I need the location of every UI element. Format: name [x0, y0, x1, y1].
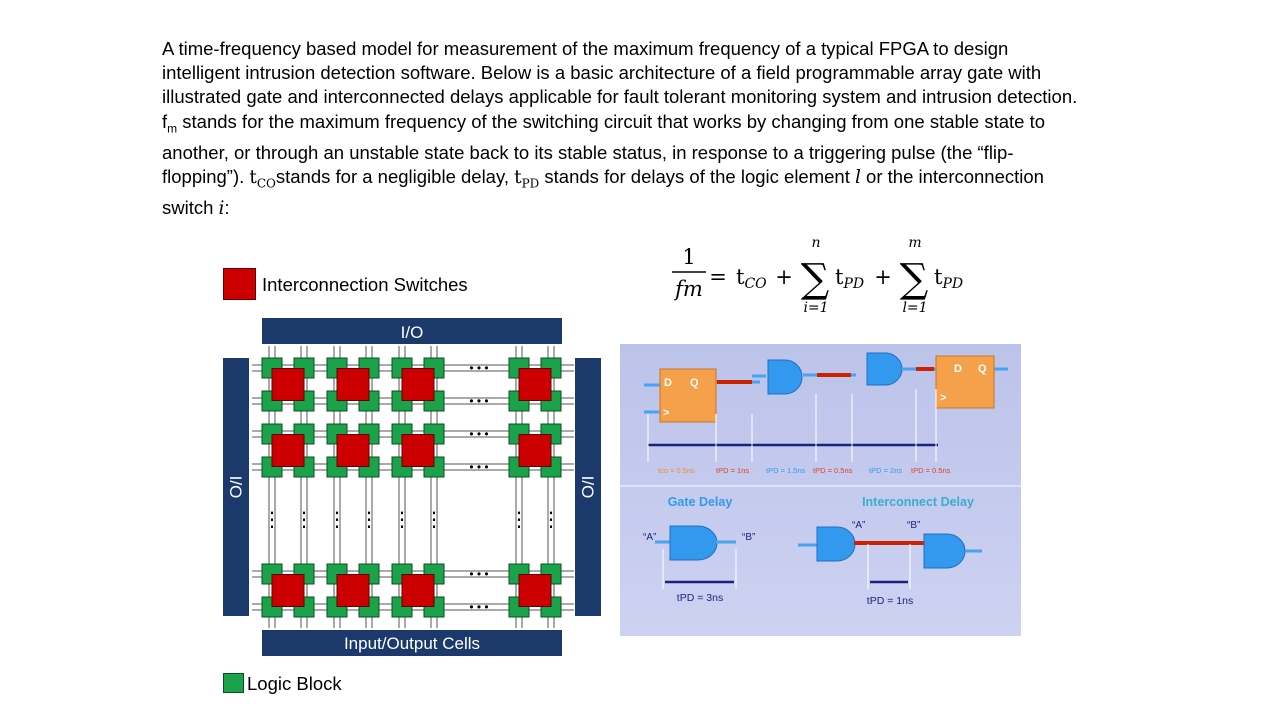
interconnect-gate-1: [816, 526, 856, 562]
formula-sum-2: ∑: [900, 256, 929, 302]
interconnect-delay-value: tPD = 1ns: [867, 595, 913, 607]
ellipsis-vertical: ⋮: [424, 507, 444, 531]
and-gate-2: [866, 352, 903, 386]
intro-text-4: stands for delays of the logic element: [539, 165, 855, 187]
intro-text-5: or the interconnection switch: [162, 165, 1044, 218]
formula-numerator: 1: [682, 245, 695, 269]
interconnection-switch: [518, 574, 552, 607]
interconnection-switch: [271, 368, 305, 401]
delay-illustration-panel: D Q > D Q > tco = 0.5ns tPD = 1ns tPD = …: [620, 344, 1021, 636]
formula-tpd-2: tPD: [934, 265, 963, 292]
interconnection-switch: [336, 574, 370, 607]
io-bar-bottom: [262, 630, 562, 656]
and-gate-1: [767, 359, 803, 395]
interconnect-delay-title: Interconnect Delay: [862, 495, 974, 509]
ff1-q: Q: [690, 377, 699, 389]
intro-paragraph: A time-frequency based model for measure…: [162, 37, 1082, 221]
timing-label-4: tPD = 2ns: [869, 466, 902, 475]
io-right-label: I/O: [578, 476, 597, 499]
io-top-label: I/O: [401, 323, 424, 342]
interconnection-switch: [271, 574, 305, 607]
formula-sum-1-upper: n: [811, 235, 820, 251]
interconnect-gate-2: [923, 533, 966, 569]
ellipsis-vertical: ⋮: [359, 507, 379, 531]
ellipsis-horizontal: • • •: [469, 361, 488, 375]
formula-sum-1: ∑: [801, 256, 830, 302]
formula-equals: =: [709, 265, 727, 289]
timing-label-2: tPD = 1.5ns: [766, 466, 806, 475]
ff1-clk: >: [663, 407, 669, 419]
legend-switch-swatch: [223, 268, 256, 300]
ellipsis-vertical: ⋮: [262, 507, 282, 531]
legend-switch-label: Interconnection Switches: [262, 274, 468, 295]
fm-symbol: fm: [162, 110, 178, 136]
ellipsis-vertical: ⋮: [541, 507, 561, 531]
ellipsis-horizontal: • • •: [469, 394, 488, 408]
flip-flop-2: [935, 355, 995, 409]
i-symbol: i: [218, 197, 225, 219]
interconnection-switch: [271, 434, 305, 467]
formula-sum-1-lower: i=1: [803, 300, 828, 316]
interconnection-switch: [401, 368, 435, 401]
formula-tco: tCO: [736, 265, 767, 292]
interconnection-switch: [401, 574, 435, 607]
gate-delay-gate: [669, 525, 718, 561]
flip-flop-1: [659, 368, 717, 423]
timing-label-tco: tco = 0.5ns: [658, 466, 695, 475]
ff2-d: D: [954, 363, 962, 375]
interconnection-switch: [336, 434, 370, 467]
io-bar-top: [262, 318, 562, 344]
legend-logic-swatch: [223, 673, 244, 693]
ellipsis-horizontal: • • •: [469, 567, 488, 581]
tco-symbol: tCO: [249, 166, 276, 191]
formula-plus-2: +: [874, 265, 892, 289]
interconnect-a: “A”: [852, 520, 865, 531]
io-bar-right: [575, 358, 601, 616]
ellipsis-vertical: ⋮: [392, 507, 412, 531]
gate-delay-title: Gate Delay: [668, 495, 733, 509]
ellipsis-vertical: ⋮: [509, 507, 529, 531]
ellipsis-horizontal: • • •: [469, 600, 488, 614]
ff1-d: D: [664, 377, 672, 389]
legend-logic-label: Logic Block: [247, 673, 342, 694]
intro-text-6: :: [224, 196, 230, 218]
gate-delay-a: “A”: [643, 532, 656, 543]
ellipsis-vertical: ⋮: [327, 507, 347, 531]
formula-sum-2-upper: m: [908, 235, 921, 251]
tpd-symbol: tPD: [514, 166, 540, 191]
formula-sum-2-lower: l=1: [902, 300, 927, 316]
ellipsis-vertical: ⋮: [294, 507, 314, 531]
intro-text-1: A time-frequency based model for measure…: [162, 38, 1078, 108]
interconnection-switch: [518, 434, 552, 467]
timing-label-5: tPD = 0.5ns: [911, 466, 951, 475]
fpga-architecture-diagram: • • • • • • • • • • • • • • • • • • ⋮ ⋮ ⋮ ⋮ ⋮ ⋮ ⋮ ⋮ I…: [223, 318, 601, 656]
gate-delay-value: tPD = 3ns: [677, 592, 723, 604]
max-frequency-formula: 1 fm = tCO + ∑ n i=1 tPD + ∑ m l=1 tPD: [672, 235, 963, 316]
io-bar-left: [223, 358, 249, 616]
io-bottom-label: Input/Output Cells: [344, 634, 480, 653]
timing-label-1: tPD = 1ns: [716, 466, 749, 475]
timing-ticks: [647, 389, 937, 462]
fpga-cells: • • • • • • • • • • • • • • • • • • ⋮ ⋮ ⋮ ⋮ ⋮ ⋮ ⋮ ⋮: [261, 357, 562, 618]
formula-denominator: fm: [673, 277, 703, 301]
intro-text-3: stands for a negligible delay,: [275, 165, 515, 187]
interconnection-switch: [401, 434, 435, 467]
formula-plus-1: +: [775, 265, 793, 289]
ellipsis-horizontal: • • •: [469, 427, 488, 441]
io-left-label: I/O: [226, 476, 245, 499]
ff2-clk: >: [940, 392, 946, 404]
interconnection-switch: [518, 368, 552, 401]
intro-text-2: stands for the maximum frequency of the …: [162, 110, 1045, 187]
l-symbol: l: [854, 166, 861, 188]
ff2-q: Q: [978, 363, 987, 375]
ellipsis-horizontal: • • •: [469, 460, 488, 474]
formula-tpd-1: tPD: [835, 265, 864, 292]
interconnect-b: “B”: [907, 520, 920, 531]
timing-label-3: tPD = 0.5ns: [813, 466, 853, 475]
interconnection-switch: [336, 368, 370, 401]
gate-delay-b: “B”: [742, 532, 755, 543]
